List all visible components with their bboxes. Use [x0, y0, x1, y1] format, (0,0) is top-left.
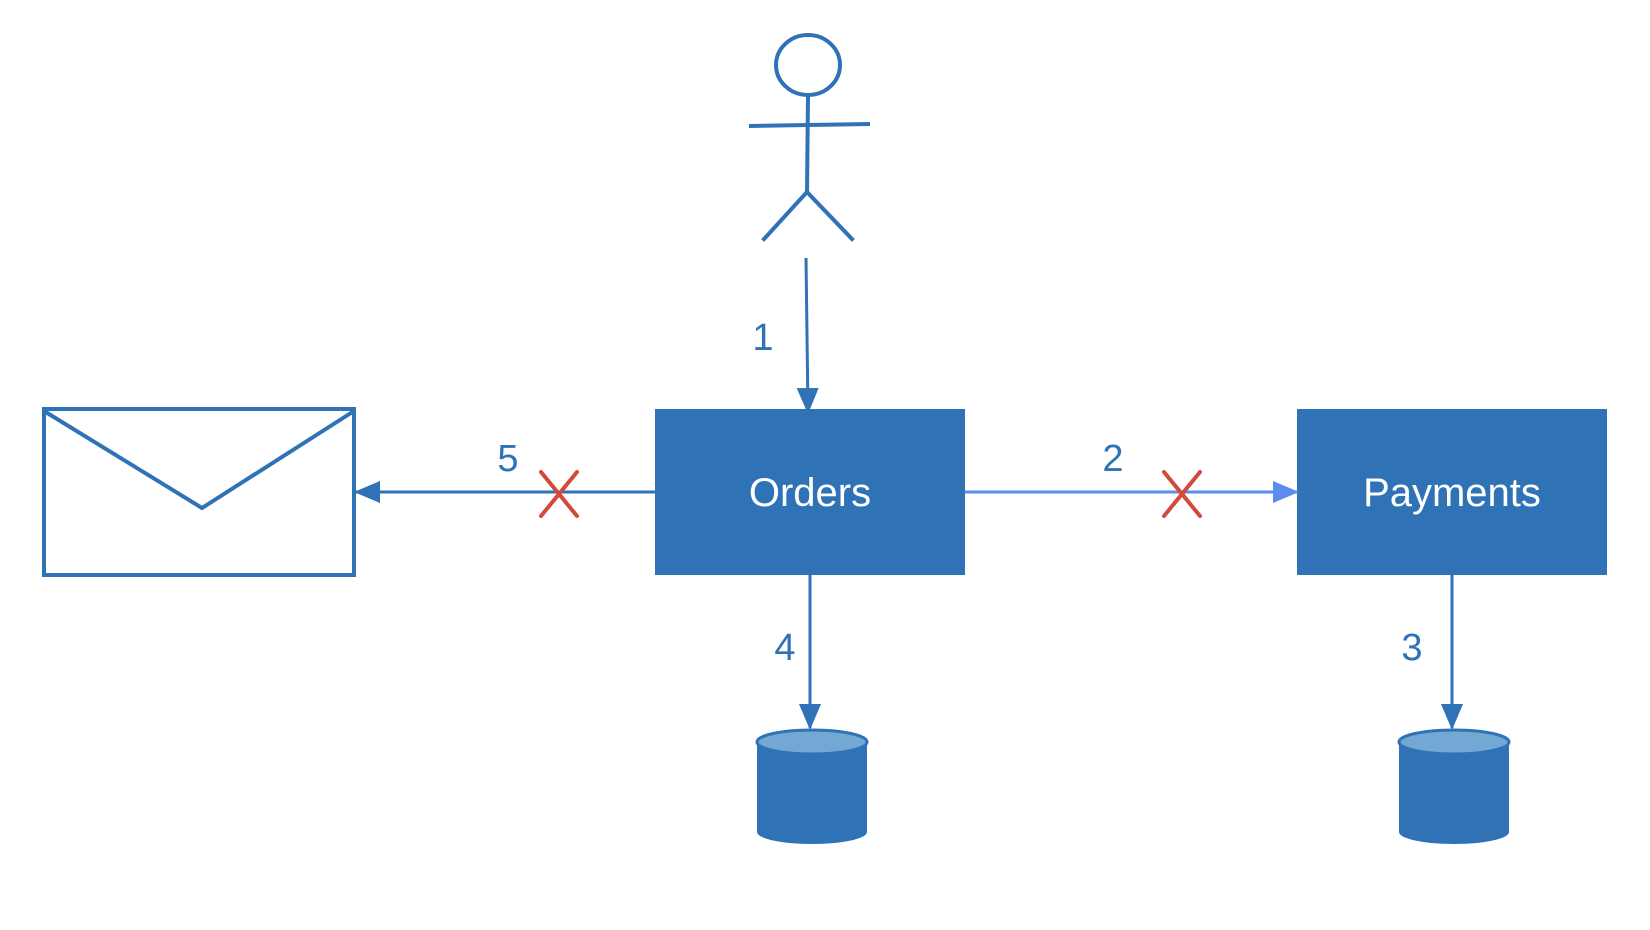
payments-database-icon	[1397, 728, 1511, 844]
edge-label-5: 5	[497, 438, 518, 480]
failure-cross-icon	[1162, 470, 1202, 518]
edge-label-4: 4	[774, 627, 795, 669]
payments-service-box: Payments	[1297, 409, 1607, 575]
edge-label-3: 3	[1401, 627, 1422, 669]
orders-label: Orders	[749, 471, 871, 515]
payments-label: Payments	[1363, 471, 1541, 515]
user-stick-figure-icon	[748, 33, 871, 242]
failure-cross-icon	[539, 470, 579, 518]
envelope-icon	[42, 407, 356, 577]
orders-database-icon	[755, 728, 869, 844]
edge-label-2: 2	[1102, 438, 1123, 480]
orders-service-box: Orders	[655, 409, 965, 575]
edge-label-1: 1	[752, 317, 773, 359]
edge-user-to-orders	[796, 257, 819, 414]
